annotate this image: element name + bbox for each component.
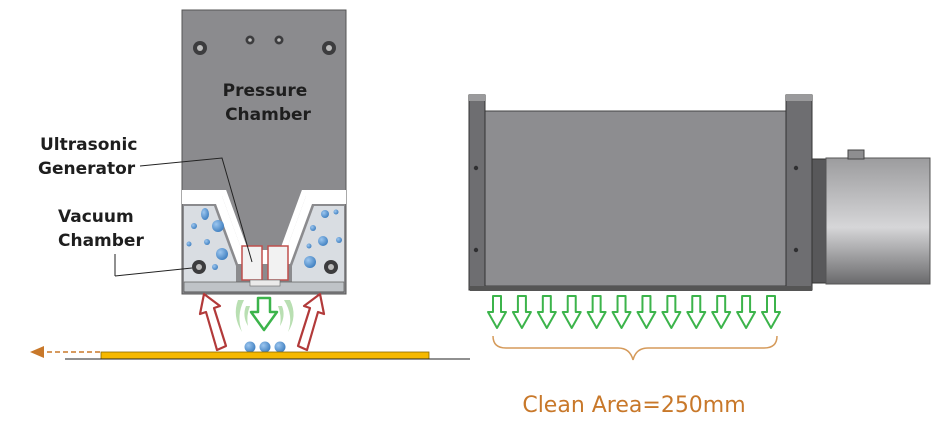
- ultrasonic-generator-label-1: Ultrasonic: [40, 135, 137, 155]
- air-flow-arrow-icon: [636, 295, 657, 329]
- vacuum-chamber-label-2: Chamber: [58, 231, 144, 251]
- cleaner-side-view: Clean Area=250mm: [468, 94, 931, 418]
- ultrasonic-wave-icon: [235, 300, 294, 332]
- left-end-cap: [468, 94, 486, 291]
- vacuum-suction-arrow-icon: [198, 292, 228, 352]
- screw-icon: [193, 35, 336, 55]
- connector-cylinder: [825, 157, 931, 285]
- air-flow-arrow-icon: [586, 295, 607, 329]
- ultrasonic-generator-label-2: Generator: [38, 159, 136, 179]
- air-flow-arrow-icon: [249, 296, 279, 332]
- air-flow-arrow-icon: [536, 295, 557, 329]
- side-body: [483, 110, 789, 287]
- screw-icon: [473, 165, 799, 253]
- air-flow-arrow-icon: [511, 295, 532, 329]
- vacuum-chamber-label-1: Vacuum: [58, 207, 134, 227]
- air-flow-arrow-icon: [487, 295, 507, 329]
- particle-icon: [244, 341, 286, 353]
- right-end-cap: [785, 94, 813, 291]
- clean-area-label: Clean Area=250mm: [522, 393, 745, 418]
- direction-arrow-icon: [30, 346, 44, 358]
- ultrasonic-transducer-right: [267, 245, 289, 281]
- clean-area-brace: [492, 335, 778, 361]
- substrate-web: [100, 351, 430, 360]
- connector-flange: [811, 158, 827, 284]
- air-flow-arrow-icon: [611, 295, 632, 329]
- air-flow-arrow-icon: [761, 295, 781, 329]
- pressure-chamber-label-2: Chamber: [225, 105, 311, 125]
- ultrasonic-transducer-left: [241, 245, 263, 281]
- air-channel: [182, 196, 346, 264]
- air-flow-arrow-icon: [736, 295, 757, 329]
- bubble-icon: [186, 208, 342, 270]
- pressure-chamber-label-1: Pressure: [223, 81, 308, 101]
- connector-fitting: [847, 149, 865, 160]
- cleaner-cross-section: Pressure Chamber: [30, 9, 470, 360]
- air-flow-arrow-icon: [661, 295, 682, 329]
- air-flow-arrow-row: [487, 295, 781, 329]
- air-flow-arrow-icon: [561, 295, 582, 329]
- ultrasonic-leader-line: [139, 157, 253, 263]
- screw-icon: [192, 260, 338, 274]
- air-flow-arrow-icon: [686, 295, 707, 329]
- air-flow-arrow-icon: [711, 295, 732, 329]
- vacuum-suction-arrow-icon: [296, 292, 326, 352]
- vacuum-leader-line: [114, 267, 193, 277]
